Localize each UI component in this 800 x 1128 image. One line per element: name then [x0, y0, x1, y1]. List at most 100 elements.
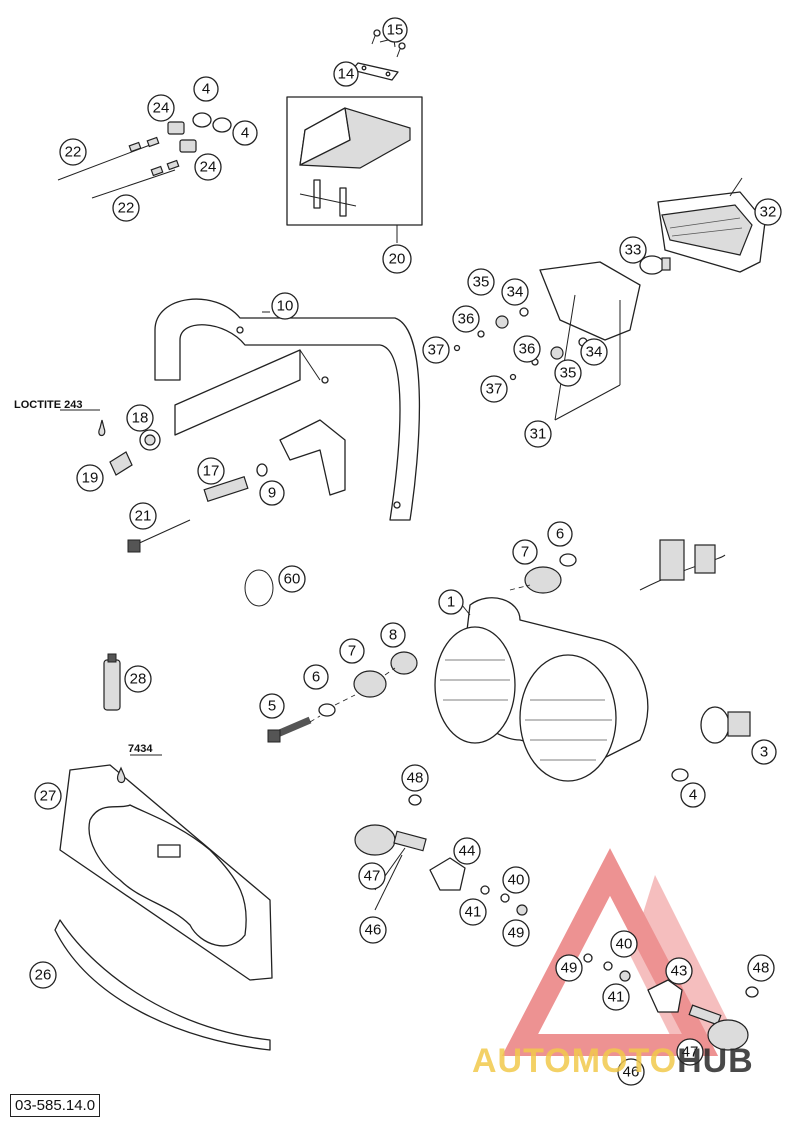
callout-40-left: 40 [502, 866, 530, 894]
callout-15: 15 [382, 17, 408, 43]
clamp-60 [244, 569, 274, 607]
headlight-assembly-1 [434, 539, 726, 782]
svg-text:35: 35 [473, 274, 490, 291]
callout-32: 32 [754, 198, 782, 226]
watermark-text-part2: HUB [677, 1042, 754, 1080]
svg-text:48: 48 [753, 960, 770, 977]
svg-text:19: 19 [82, 470, 99, 487]
svg-text:28: 28 [130, 671, 147, 688]
svg-text:10: 10 [277, 298, 294, 315]
callout-48-lower: 48 [747, 954, 775, 982]
tail-light-32 [657, 177, 766, 273]
callout-22-top: 22 [59, 138, 87, 166]
callout-8: 8 [380, 622, 406, 648]
svg-text:7: 7 [348, 643, 356, 660]
code-7434-note: 7434 [128, 743, 153, 755]
code-7434-marker [116, 754, 162, 784]
svg-text:6: 6 [556, 526, 564, 543]
svg-text:41: 41 [608, 989, 625, 1006]
svg-text:46: 46 [623, 1064, 640, 1081]
fender-26 [54, 919, 271, 1051]
svg-text:43: 43 [671, 963, 688, 980]
svg-text:18: 18 [132, 410, 149, 427]
callout-49-right: 49 [555, 954, 583, 982]
svg-text:22: 22 [65, 144, 82, 161]
screw-15 [371, 29, 406, 58]
callout-21: 21 [129, 502, 157, 530]
grease-tube-28 [103, 653, 121, 711]
callout-48-upper: 48 [401, 764, 429, 792]
callout-28: 28 [124, 665, 152, 693]
svg-text:14: 14 [338, 66, 355, 83]
svg-text:40: 40 [508, 872, 525, 889]
svg-text:21: 21 [135, 508, 152, 525]
callout-27: 27 [34, 782, 62, 810]
callout-46-right: 46 [617, 1058, 645, 1086]
callout-46-left: 46 [359, 916, 387, 944]
callout-37-bottom: 37 [480, 375, 508, 403]
callout-37-top: 37 [422, 336, 450, 364]
washer-6-lower [318, 703, 336, 717]
bulb-3 [700, 706, 751, 744]
loctite-note: LOCTITE 243 [14, 399, 82, 411]
svg-text:27: 27 [40, 788, 57, 805]
callout-17: 17 [197, 457, 225, 485]
svg-text:34: 34 [586, 344, 603, 361]
svg-text:47: 47 [682, 1044, 699, 1061]
svg-text:49: 49 [561, 960, 578, 977]
callout-19: 19 [76, 464, 104, 492]
svg-text:44: 44 [459, 843, 476, 860]
svg-text:17: 17 [203, 463, 220, 480]
washer-9 [256, 463, 268, 477]
svg-text:15: 15 [387, 22, 404, 39]
spacer-18 [139, 429, 161, 451]
rubber-7-lower [353, 670, 387, 698]
washer-6-upper [559, 553, 577, 567]
loctite-drop [60, 409, 106, 437]
callout-6-top: 6 [547, 521, 573, 547]
svg-text:22: 22 [118, 200, 135, 217]
svg-text:4: 4 [202, 81, 210, 98]
number-plate-27 [59, 764, 273, 981]
callout-26: 26 [29, 961, 57, 989]
headlight-mask-10 [154, 298, 421, 521]
callout-60: 60 [278, 565, 306, 593]
callout-34-bottom: 34 [580, 338, 608, 366]
svg-text:3: 3 [760, 744, 768, 761]
bulb-4-small [671, 768, 689, 782]
callout-24-bottom: 24 [194, 153, 222, 181]
bulb-48-lower [745, 986, 759, 998]
bulb-4 [192, 112, 232, 133]
svg-text:26: 26 [35, 967, 52, 984]
bolt-5 [267, 716, 312, 743]
svg-text:47: 47 [364, 868, 381, 885]
svg-text:6: 6 [312, 669, 320, 686]
svg-text:35: 35 [560, 365, 577, 382]
svg-text:24: 24 [153, 100, 170, 117]
callout-43: 43 [665, 957, 693, 985]
indicator-left-47 [354, 824, 427, 856]
bulb-48-upper [408, 794, 422, 806]
callout-14: 14 [333, 61, 359, 87]
svg-text:40: 40 [616, 936, 633, 953]
callout-9: 9 [259, 480, 285, 506]
svg-text:20: 20 [389, 251, 406, 268]
callout-18: 18 [126, 404, 154, 432]
watermark-text-part1: AUTOMOTO [472, 1042, 678, 1080]
callout-31: 31 [524, 420, 552, 448]
callout-7-bottom: 7 [339, 638, 365, 664]
callout-22-bottom: 22 [112, 194, 140, 222]
callout-4-top: 4 [193, 76, 219, 102]
bracket-44 [429, 857, 466, 891]
callout-4-lower: 4 [680, 782, 706, 808]
spacer-8 [390, 651, 418, 675]
svg-text:1: 1 [447, 594, 455, 611]
svg-text:37: 37 [428, 342, 445, 359]
svg-text:8: 8 [389, 627, 397, 644]
svg-text:46: 46 [365, 922, 382, 939]
callout-3: 3 [751, 739, 777, 765]
callout-24-top: 24 [147, 94, 175, 122]
callout-20: 20 [382, 244, 412, 274]
svg-text:36: 36 [519, 341, 536, 358]
